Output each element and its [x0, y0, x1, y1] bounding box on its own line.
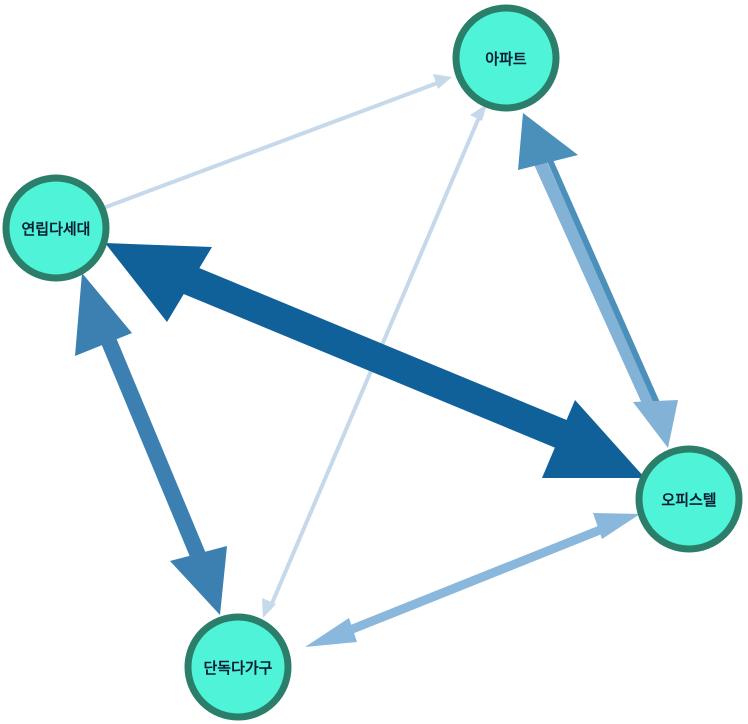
arrowhead-to-officetel — [593, 513, 640, 539]
edge-rowhouse-officetel — [105, 243, 645, 478]
edge-officetel-detached — [305, 513, 640, 647]
node-detached-circle — [184, 613, 292, 721]
arrowhead-to-detached — [262, 598, 276, 618]
arrowhead-to-apartment — [518, 113, 578, 170]
node-officetel[interactable]: 오피스텔 — [635, 445, 743, 553]
node-detached[interactable]: 단독다가구 — [184, 613, 292, 721]
edge-rowhouse-detached — [75, 273, 227, 615]
arrowhead-to-detached — [305, 618, 357, 647]
edge-rowhouse-to-apartment — [104, 74, 452, 209]
arrowhead-to-rowhouse — [105, 243, 212, 322]
arrowhead-to-officetel — [633, 400, 678, 448]
node-rowhouse-label: 연립다세대 — [21, 220, 90, 238]
edges — [75, 74, 678, 647]
arrowhead-to-rowhouse — [75, 273, 132, 356]
arrowhead-to-apartment — [470, 104, 487, 121]
node-apartment-circle — [452, 4, 560, 112]
arrowhead-to-officetel — [542, 400, 645, 478]
nodes: 아파트 연립다세대 오피스텔 단독다가구 — [2, 4, 743, 721]
node-officetel-label: 오피스텔 — [661, 491, 716, 509]
arrowhead-to-detached — [170, 546, 227, 615]
node-rowhouse-circle — [2, 174, 110, 282]
node-officetel-circle — [635, 445, 743, 553]
node-detached-label: 단독다가구 — [203, 659, 272, 677]
node-apartment-label: 아파트 — [485, 50, 527, 68]
node-rowhouse[interactable]: 연립다세대 — [2, 174, 110, 282]
edge-apartment-officetel — [518, 113, 678, 448]
node-apartment[interactable]: 아파트 — [452, 4, 560, 112]
